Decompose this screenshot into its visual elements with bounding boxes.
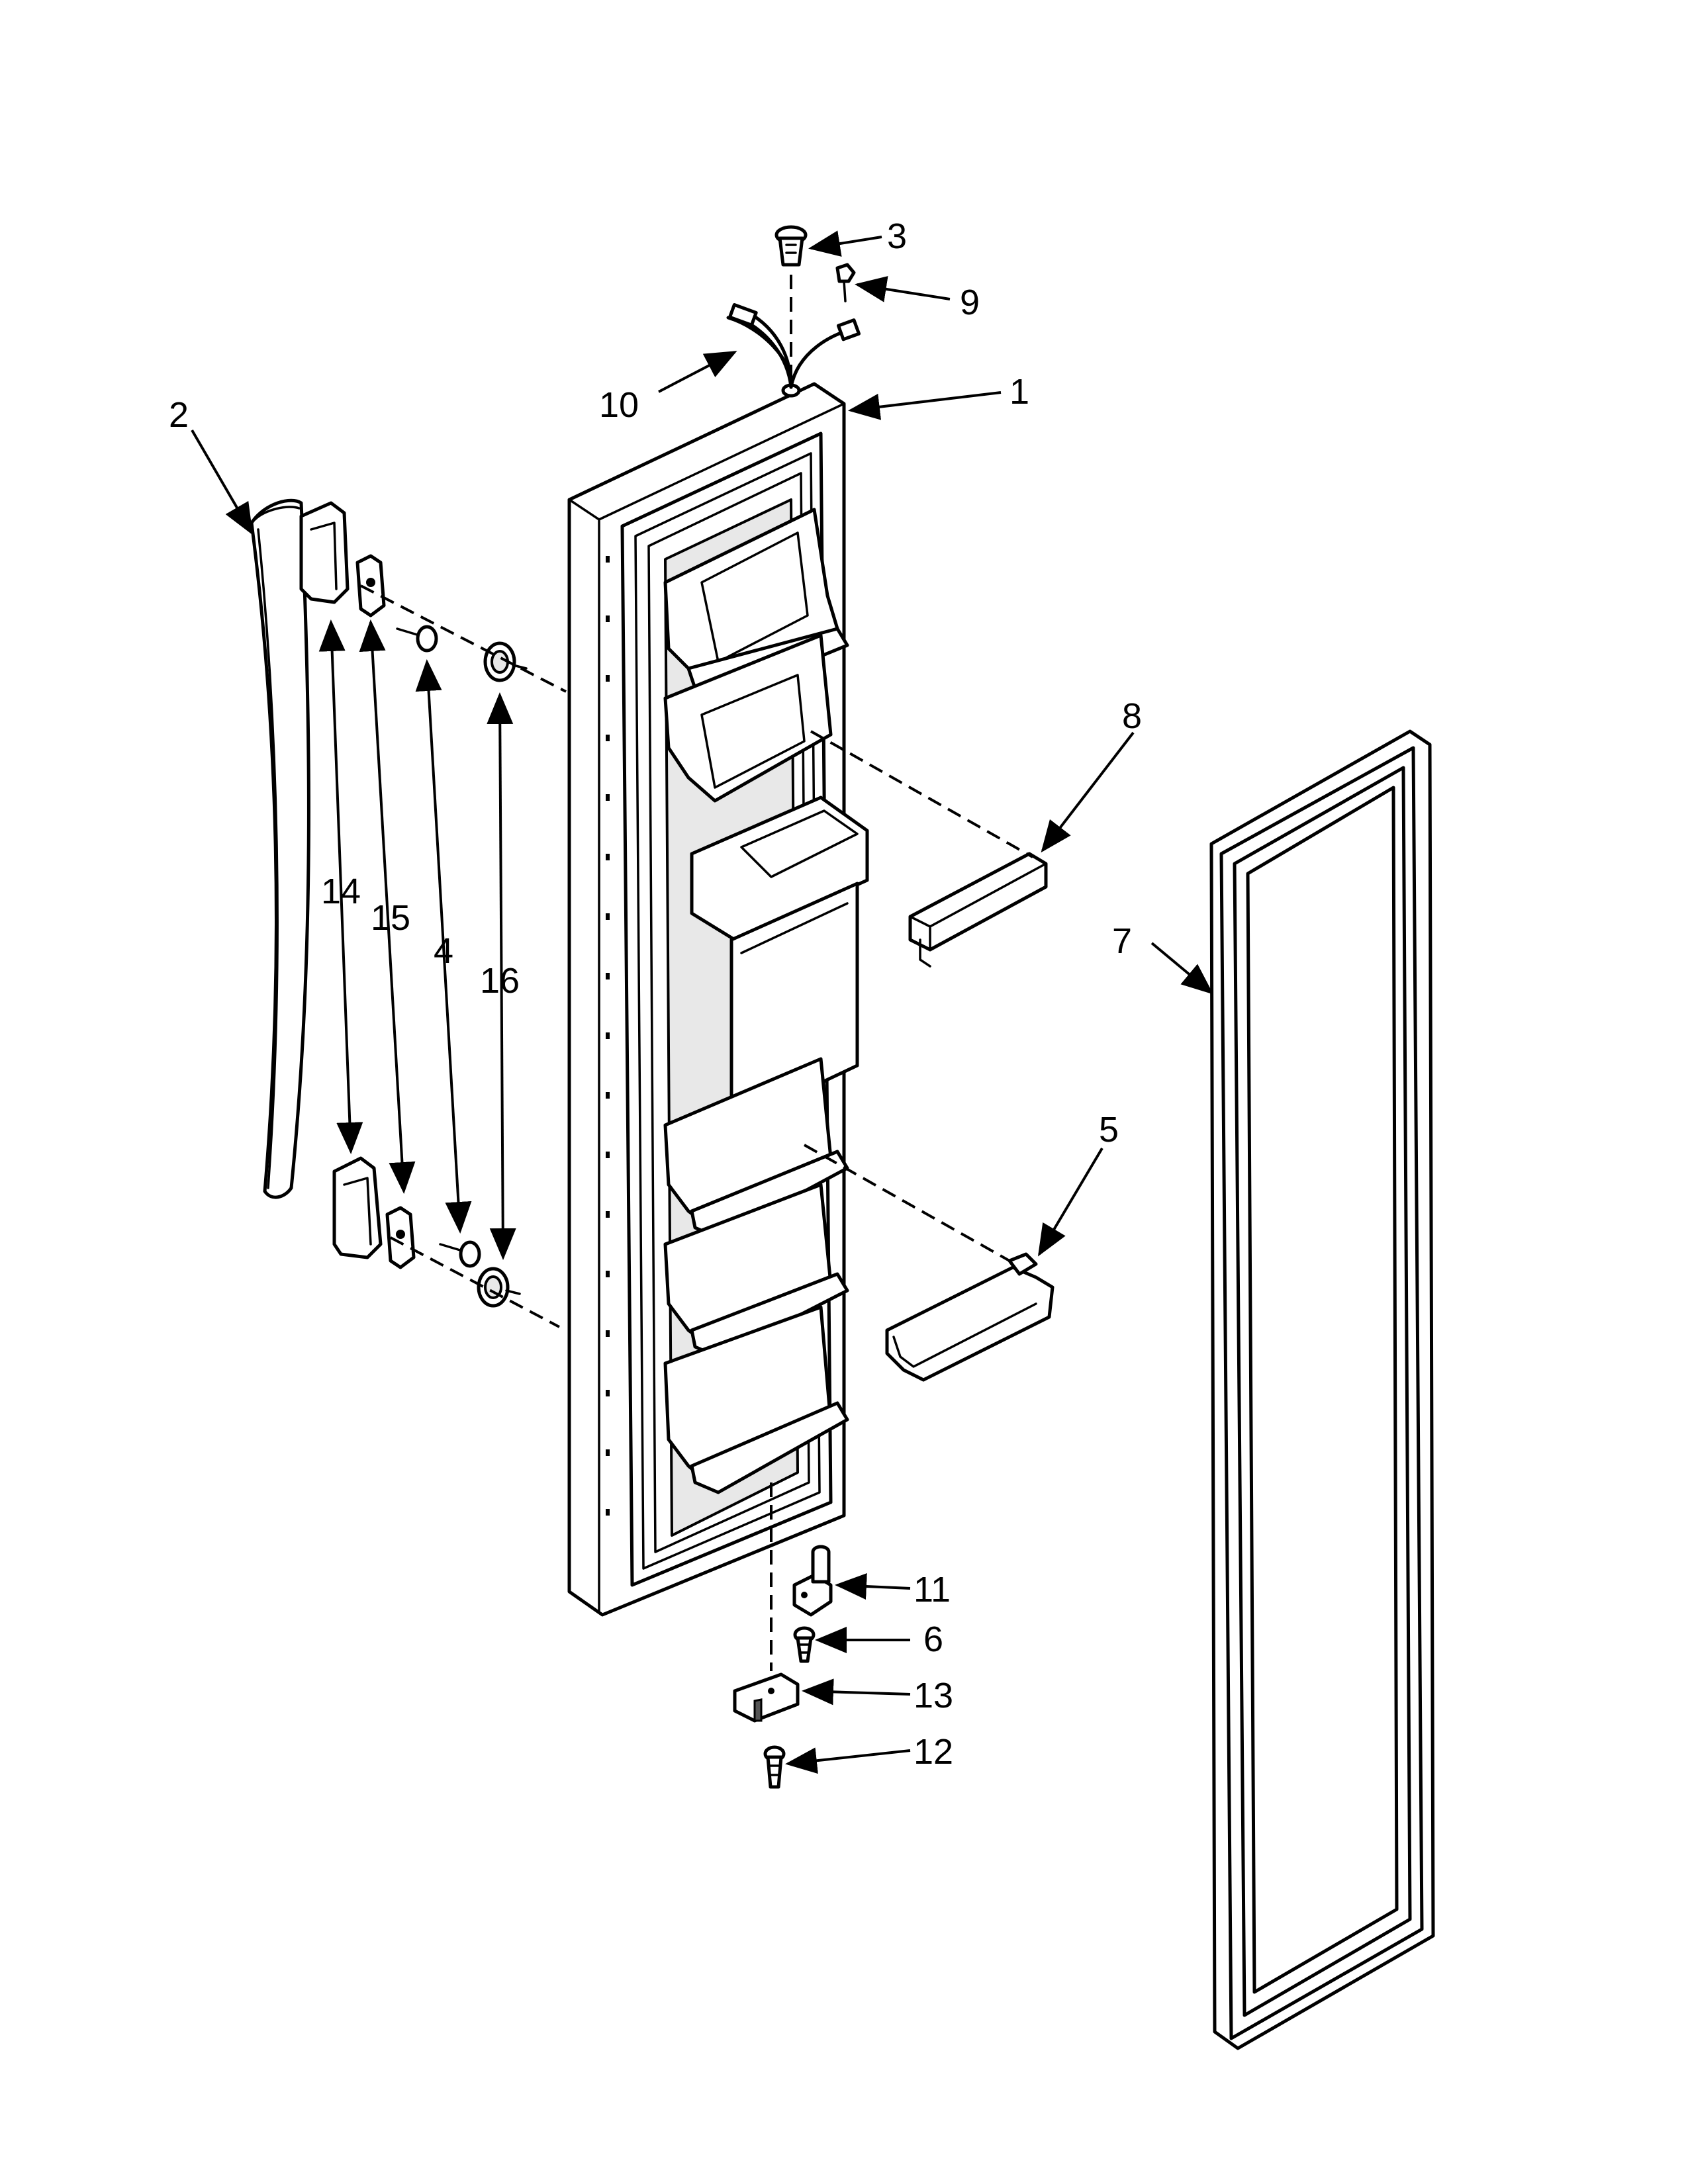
callout-13: 13 [914,1676,953,1715]
callout-1: 1 [1009,372,1029,412]
freezer-door-assembly [567,382,869,1617]
hinge-screw-part [793,1626,816,1663]
hinge-bracket-screw-part [763,1745,786,1789]
callout-5: 5 [1099,1110,1119,1150]
hinge-pin-part [792,1545,833,1617]
door-gasket-part [1209,729,1435,2050]
handle-screw-lower [439,1240,481,1268]
callout-6: 6 [923,1619,943,1659]
door-plug-lower [477,1267,521,1308]
handle-mount-bracket-upper [299,501,350,604]
handle-clip-upper [355,554,386,617]
callout-11: 11 [914,1570,951,1610]
wire-harness-part [726,302,861,389]
handle-screw-upper [396,625,438,653]
callout-10: 10 [599,385,639,425]
callout-14: 14 [321,872,361,911]
hinge-bracket-part [733,1672,800,1723]
callout-8: 8 [1122,696,1142,736]
callout-3: 3 [887,216,907,256]
callout-12: 12 [914,1732,953,1772]
callout-4: 4 [434,931,453,971]
callout-15: 15 [371,898,410,938]
handle-mount-bracket-lower [332,1156,383,1259]
door-bin-part [885,1252,1055,1382]
callout-2: 2 [169,395,189,435]
handle-clip-lower [385,1206,416,1269]
callout-16: 16 [480,961,520,1001]
door-cap-part [774,225,808,267]
callout-7: 7 [1112,921,1132,961]
callout-9: 9 [960,283,980,322]
door-handle-part [250,498,310,1199]
shelf-rail-part [908,852,1048,968]
harness-screw-part [835,263,856,302]
